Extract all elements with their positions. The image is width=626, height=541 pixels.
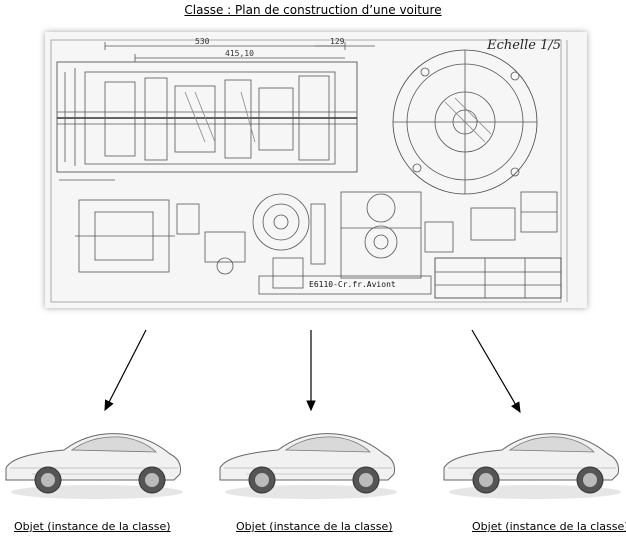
arrow-left [105, 330, 146, 410]
car-illustration [216, 418, 400, 504]
object-caption-2: Objet (instance de la classe) [236, 520, 393, 533]
car-illustration [440, 418, 624, 504]
object-caption-1: Objet (instance de la classe) [14, 520, 171, 533]
car-object-1 [2, 418, 186, 504]
car-object-2 [216, 418, 400, 504]
arrow-right [472, 330, 520, 412]
car-illustration [2, 418, 186, 504]
object-caption-3: Objet (instance de la classe) [472, 520, 626, 533]
car-object-3 [440, 418, 624, 504]
